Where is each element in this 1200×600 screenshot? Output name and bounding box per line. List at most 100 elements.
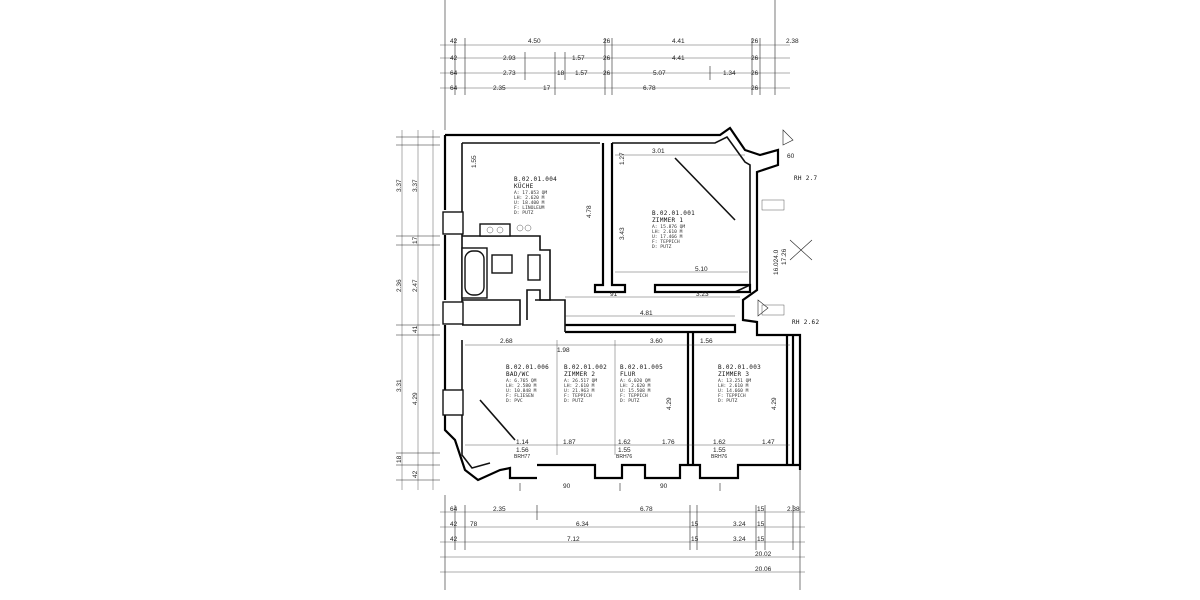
- room-detail: D: PUTZ: [652, 244, 672, 250]
- dim-top-r1-4: 26: [751, 38, 759, 45]
- dim-3-01: 3.01: [652, 148, 665, 155]
- dim-1-14: 1.14: [516, 439, 529, 446]
- dim-top-r2-5: 26: [751, 55, 759, 62]
- room-detail: F: TEPPICH: [718, 393, 746, 399]
- dim-1-47: 1.47: [762, 439, 775, 446]
- room-detail: F: TEPPICH: [564, 393, 592, 399]
- dim-1-62-b: 1.62: [713, 439, 726, 446]
- dim-90-b: 90: [660, 483, 668, 490]
- dim-bot-r3-1: 7.12: [567, 536, 580, 543]
- room-id: B.02.01.005: [620, 364, 663, 371]
- dim-bot-r2-1: 78: [470, 521, 478, 528]
- brh-77: BRH77: [514, 454, 530, 460]
- dim-left-1: 3.37: [412, 179, 419, 192]
- room-name: KÜCHE: [514, 183, 534, 190]
- dim-left-5: 41: [412, 325, 419, 333]
- dim-bot-r4-0: 20.02: [755, 551, 772, 558]
- dim-bot-r1-0: 64: [450, 506, 458, 513]
- bottom-dimension-chain: 64 2.35 6.78 15 2.38 42 78 6.34 15 3.24 …: [440, 470, 805, 590]
- dim-top-r3-7: 26: [751, 70, 759, 77]
- dim-1-87: 1.87: [563, 439, 576, 446]
- dim-top-r3-4: 26: [603, 70, 611, 77]
- room-id: B.02.01.001: [652, 210, 695, 217]
- dim-1-62-a: 1.62: [618, 439, 631, 446]
- dim-top-r2-0: 42: [450, 55, 458, 62]
- dim-1-27: 1.27: [619, 152, 626, 165]
- dim-top-r4-1: 2.35: [493, 85, 506, 92]
- dim-top-r1-1: 4.50: [528, 38, 541, 45]
- dim-top-r2-2: 1.57: [572, 55, 585, 62]
- dim-left-8: 18: [396, 455, 403, 463]
- dim-1-55-b: 1.55: [618, 447, 631, 454]
- dim-bot-r1-3: 15: [757, 506, 765, 513]
- dim-left-7: 4.29: [412, 392, 419, 405]
- room-detail: LH: 2.580 M: [506, 383, 537, 389]
- room-detail: D: PUTZ: [564, 398, 584, 404]
- room-id: B.02.01.004: [514, 176, 557, 183]
- dim-4-78: 4.78: [586, 205, 593, 218]
- dim-top-r3-1: 2.73: [503, 70, 516, 77]
- room-detail: D: PUTZ: [718, 398, 738, 404]
- dim-top-r1-3: 4.41: [672, 38, 685, 45]
- dim-top-r3-3: 1.57: [575, 70, 588, 77]
- dim-left-3: 2.36: [396, 279, 403, 292]
- dim-1-55-c: 1.55: [713, 447, 726, 454]
- room-label-zimmer-3: B.02.01.003 ZIMMER 3 A: 13.251 QM LH: 2.…: [718, 364, 761, 404]
- room-name: ZIMMER 2: [564, 371, 595, 378]
- dim-60: 60: [787, 153, 795, 160]
- dim-bot-r5-0: 20.06: [755, 566, 772, 573]
- dim-bot-r2-4: 3.24: [733, 521, 746, 528]
- dim-top-r3-6: 1.34: [723, 70, 736, 77]
- room-detail: F: TEPPICH: [652, 239, 680, 245]
- dim-1-56-b: 1.56: [516, 447, 529, 454]
- dim-bot-r3-3: 3.24: [733, 536, 746, 543]
- room-detail: F: TEPPICH: [620, 393, 648, 399]
- dim-left-4: 2.47: [412, 279, 419, 292]
- room-id: B.02.01.002: [564, 364, 607, 371]
- dim-91: 91: [610, 291, 618, 298]
- rh-label-2: RH 2.62: [792, 319, 819, 326]
- dim-bot-r3-2: 15: [691, 536, 699, 543]
- room-detail: D: PVC: [506, 398, 523, 404]
- room-label-kueche: B.02.01.004 KÜCHE A: 17.053 QM LH: 2.620…: [514, 176, 557, 216]
- left-dimension-chain: 3.37 3.37 17 2.36 2.47 41 3.31 4.29 18 4…: [396, 130, 440, 490]
- room-detail: U: 21.963 M: [564, 388, 595, 394]
- room-detail: F: LINOLEUM: [514, 205, 545, 211]
- room-name: ZIMMER 1: [652, 217, 683, 224]
- dim-bot-r1-1: 2.35: [493, 506, 506, 513]
- dim-top-r4-4: 26: [751, 85, 759, 92]
- room-detail: A: 13.251 QM: [718, 378, 751, 384]
- room-detail: A: 6.765 QM: [506, 378, 537, 384]
- dim-top-r1-0: 42: [450, 38, 458, 45]
- dim-90-a: 90: [563, 483, 571, 490]
- dim-top-r2-3: 26: [603, 55, 611, 62]
- dim-left-0: 3.37: [396, 179, 403, 192]
- dim-3-60: 3.60: [650, 338, 663, 345]
- room-detail: U: 15.508 M: [620, 388, 651, 394]
- right-side-marks: RH 2.7 RH 2.62 16.024.0 17.26 60: [757, 129, 819, 326]
- room-label-bad-wc: B.02.01.006 BAD/WC A: 6.765 QM LH: 2.580…: [506, 364, 549, 404]
- dim-left-2: 17: [412, 236, 419, 244]
- dim-bot-r1-2: 6.78: [640, 506, 653, 513]
- dim-top-r1-2: 26: [603, 38, 611, 45]
- room-detail: A: 17.053 QM: [514, 190, 547, 196]
- dim-top-r4-0: 64: [450, 85, 458, 92]
- dim-bot-r2-2: 6.34: [576, 521, 589, 528]
- room-detail: A: 6.020 QM: [620, 378, 651, 384]
- dim-3-43: 3.43: [619, 227, 626, 240]
- dim-top-r4-3: 6.78: [643, 85, 656, 92]
- room-detail: LH: 2.610 M: [652, 229, 683, 235]
- dim-top-r3-0: 64: [450, 70, 458, 77]
- dim-4-29-b: 4.29: [771, 397, 778, 410]
- dim-top-r4-2: 17: [543, 85, 551, 92]
- room-detail: F: FLIESEN: [506, 393, 534, 399]
- room-detail: LH: 2.610 M: [718, 383, 749, 389]
- room-name: FLUR: [620, 371, 636, 378]
- right-vertical-label-1: 16.024.0: [773, 249, 780, 275]
- room-name: ZIMMER 3: [718, 371, 749, 378]
- room-detail: LH: 2.610 M: [564, 383, 595, 389]
- dim-1-56: 1.56: [700, 338, 713, 345]
- dim-1-76: 1.76: [662, 439, 675, 446]
- room-detail: U: 18.400 M: [514, 200, 545, 206]
